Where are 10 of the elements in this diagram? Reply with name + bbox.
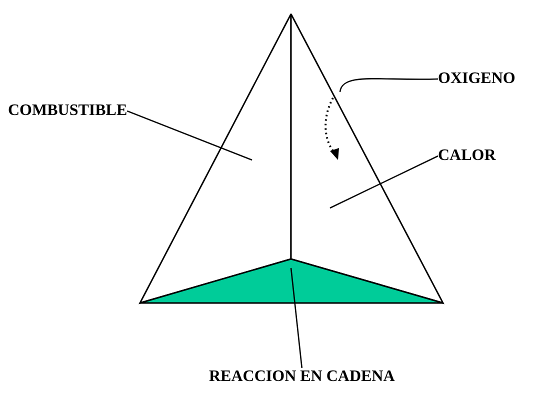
leader-line <box>126 110 252 161</box>
leader-line <box>330 155 438 209</box>
part-label: OXIGENO <box>438 70 516 88</box>
face-triangle <box>138 13 292 304</box>
part-label: REACCION EN CADENA <box>209 368 395 386</box>
part-label: COMBUSTIBLE <box>8 102 128 120</box>
part-label: CALOR <box>438 147 496 165</box>
leader-line <box>290 268 303 368</box>
base-triangle <box>139 258 444 304</box>
leader-line <box>339 78 438 92</box>
